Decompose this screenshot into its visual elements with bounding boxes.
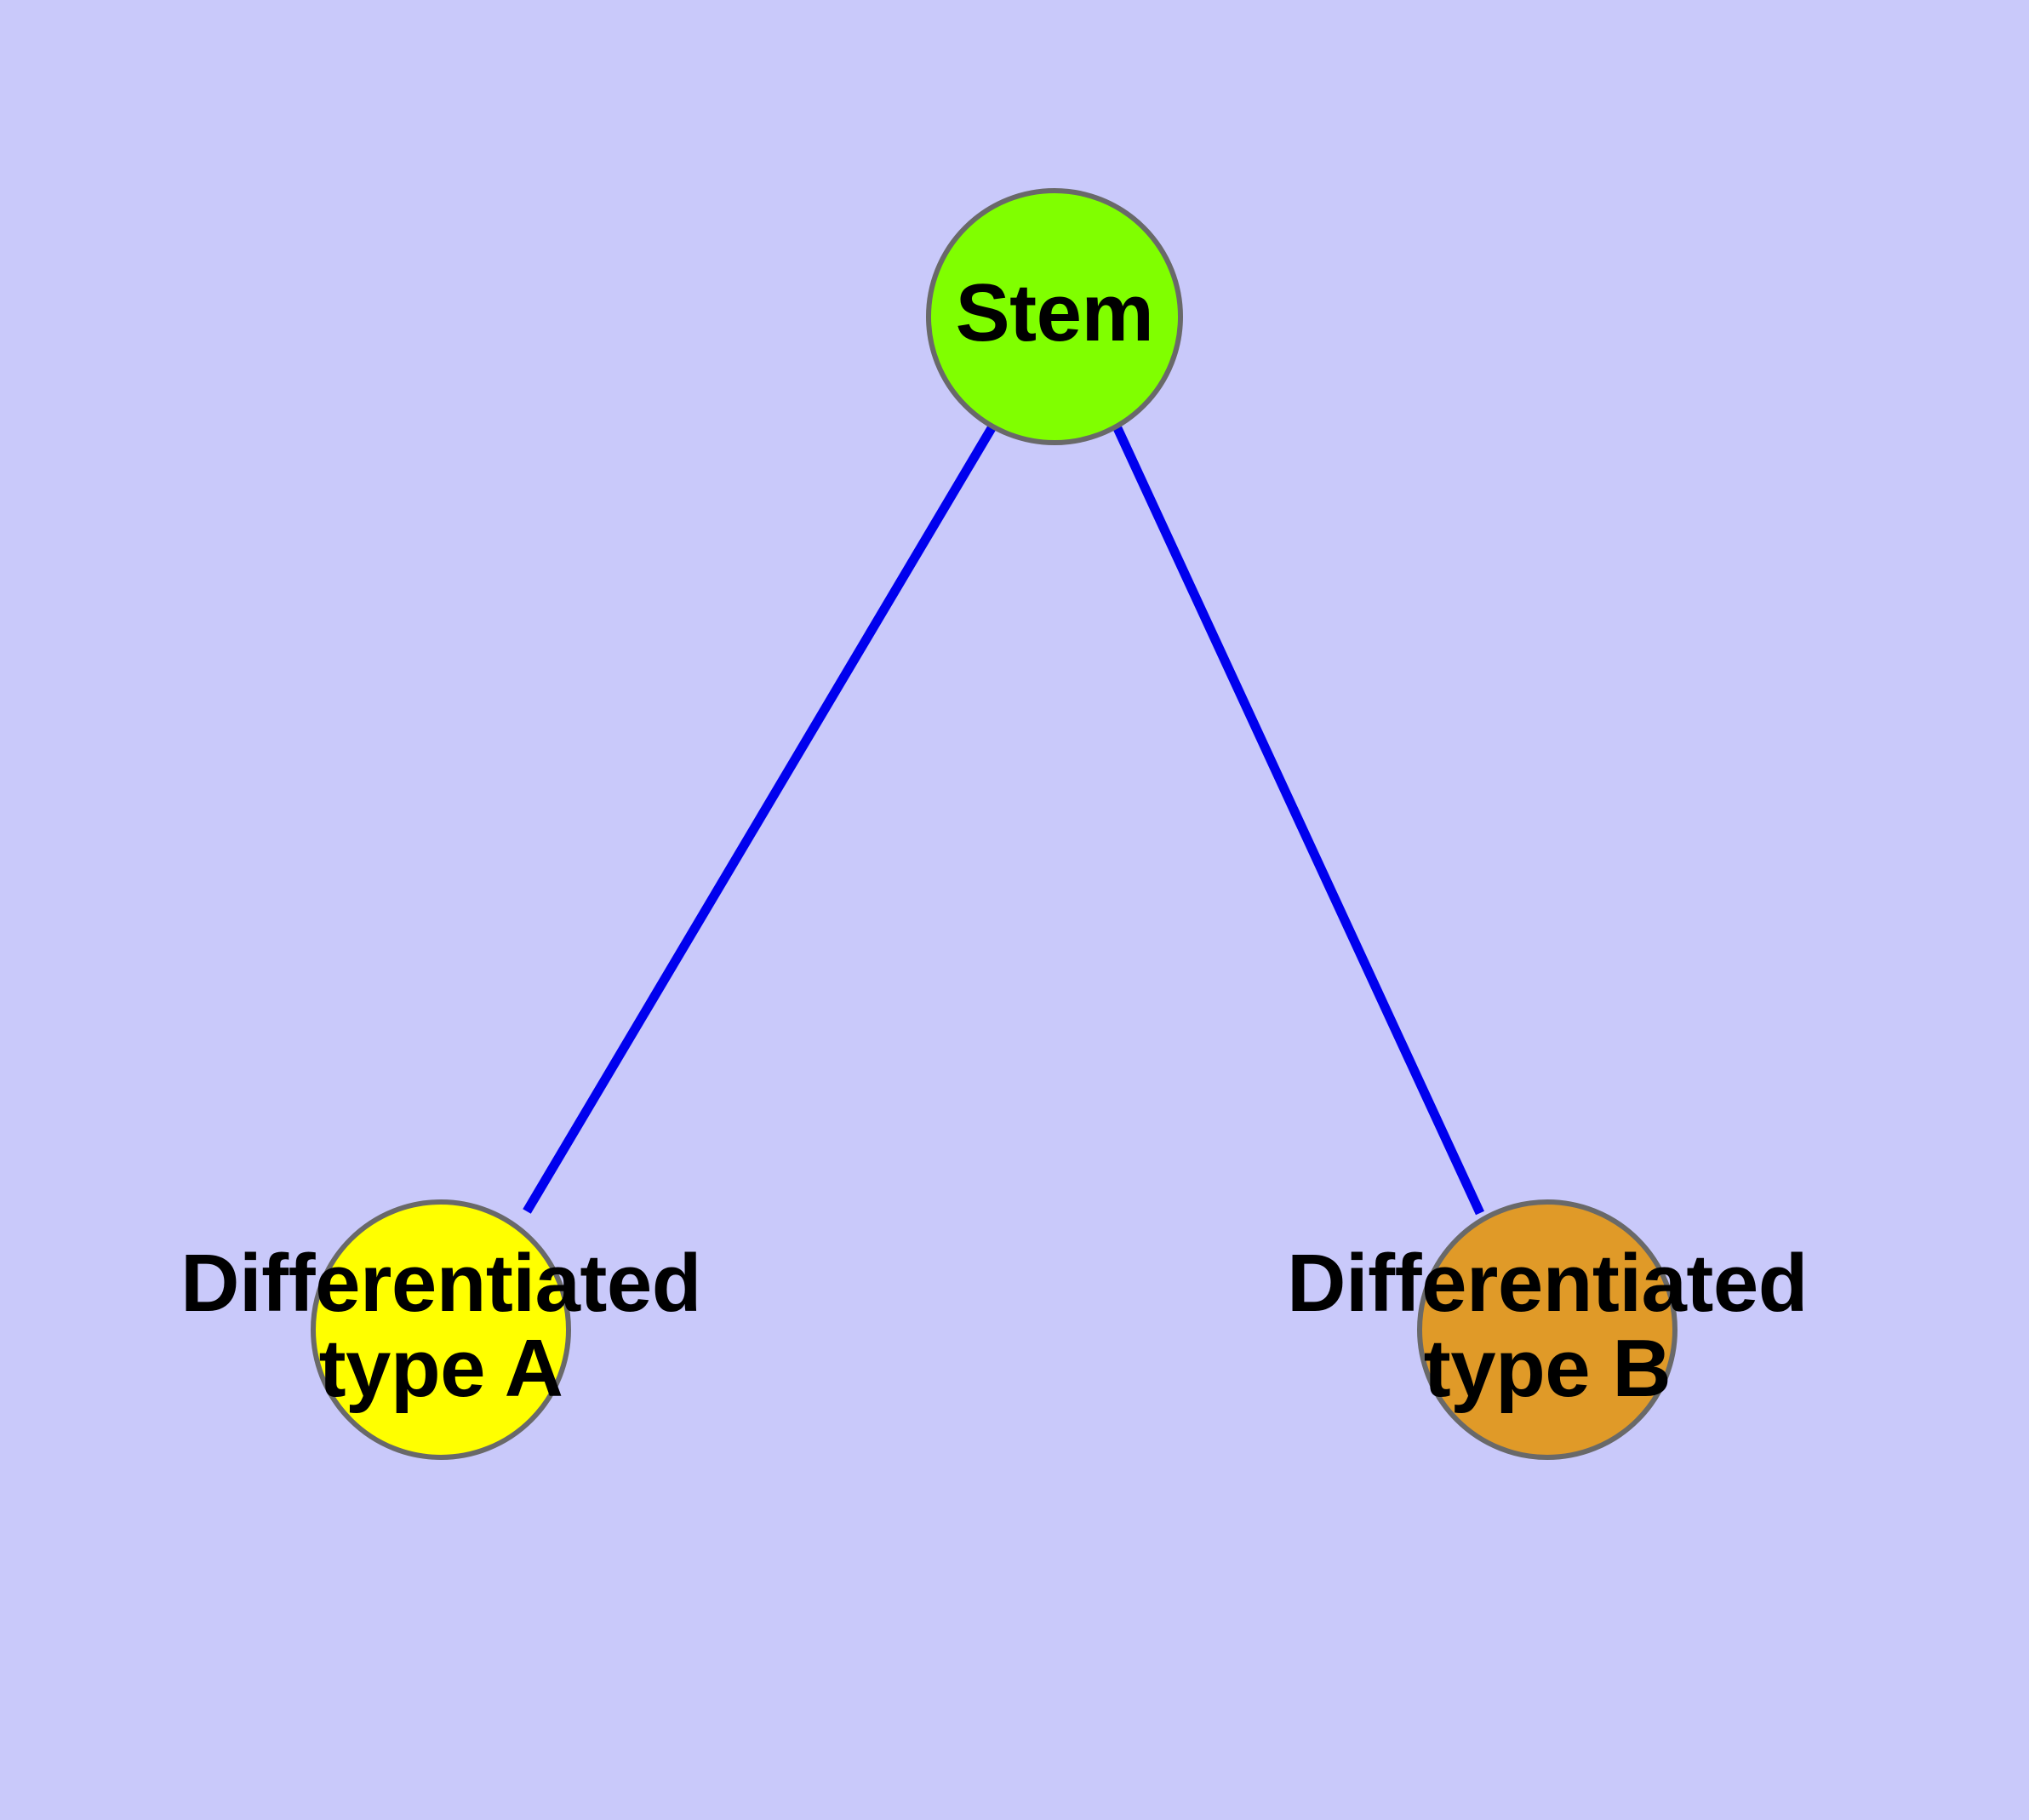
node-stem[interactable] (926, 188, 1183, 445)
node-differentiated-type-b[interactable] (1417, 1199, 1677, 1460)
node-differentiated-type-a[interactable] (311, 1199, 571, 1460)
edge-stem-diff-a (523, 426, 996, 1214)
edge-stem-diff-b (1113, 426, 1484, 1216)
